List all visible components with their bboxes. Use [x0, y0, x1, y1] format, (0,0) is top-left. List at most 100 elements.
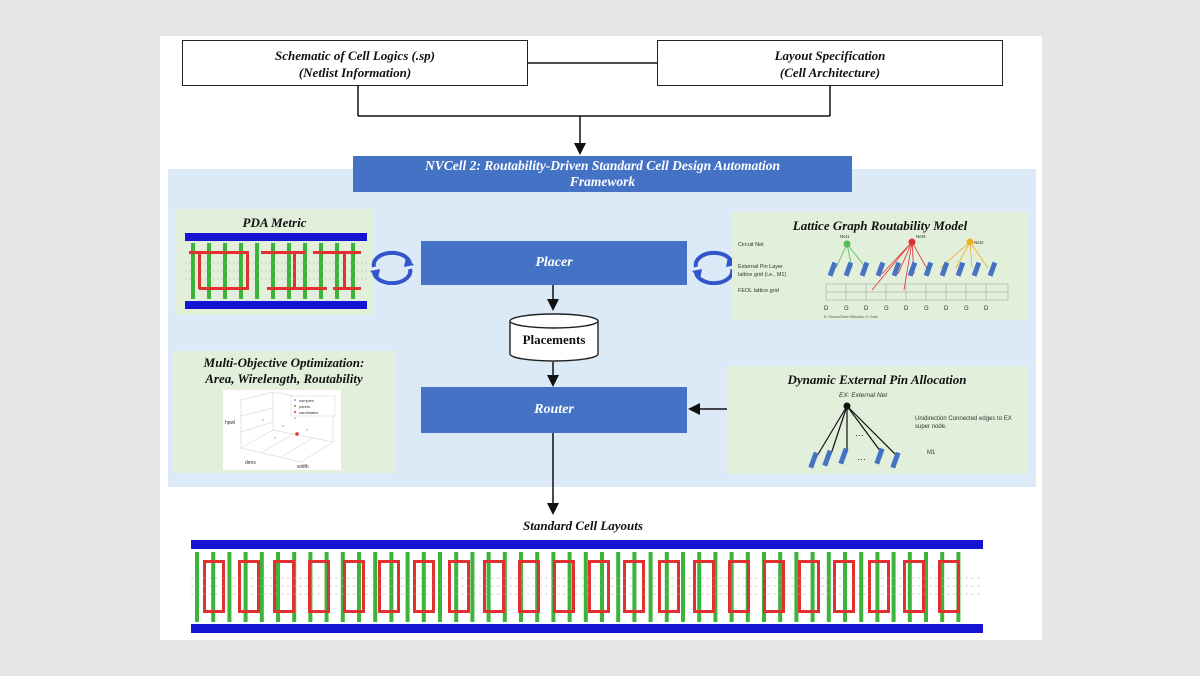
metal-route — [378, 610, 400, 613]
metal-route — [588, 560, 591, 613]
metal-route — [798, 560, 820, 563]
lattice-net-1: Net2 — [974, 240, 984, 245]
framework-title-line1: NVCell 2: Routability-Driven Standard Ce… — [424, 158, 781, 173]
metal-route — [712, 560, 715, 613]
metal-route — [903, 610, 925, 613]
poly-gate — [357, 552, 361, 622]
metal-route — [518, 560, 540, 563]
metal-route — [203, 560, 206, 613]
poly-gate — [648, 552, 653, 622]
metal-route — [238, 560, 260, 563]
moo-legend-0: samples — [299, 398, 314, 403]
metal-route — [763, 610, 785, 613]
metal-route — [327, 560, 330, 613]
metal-route — [203, 610, 225, 613]
metal-route — [432, 560, 435, 613]
metal-route — [343, 560, 346, 613]
pipeline-arrows — [547, 285, 727, 515]
metal-route — [572, 560, 575, 613]
gate-label-7: G — [964, 306, 969, 312]
lattice-row-label-1: External Pin Layer — [738, 264, 783, 270]
poly-gate — [600, 552, 604, 622]
poly-gate — [794, 552, 799, 622]
metal-route — [238, 610, 260, 613]
cycle-icon-right — [692, 250, 736, 285]
poly-gate — [924, 552, 928, 622]
metal-route — [292, 560, 295, 613]
layout-spec-line1: Layout Specification — [774, 48, 886, 63]
poly-gate — [907, 552, 912, 622]
metal-route — [623, 560, 626, 613]
moo-scatter-graphic: samples pareto candidates hpwl dens widt… — [223, 390, 341, 470]
output-title: Standard Cell Layouts — [523, 518, 643, 533]
poly-gate — [340, 552, 345, 622]
metal-route — [203, 560, 225, 563]
metal-route — [728, 560, 750, 563]
metal-route — [658, 560, 680, 563]
poly-gate — [697, 552, 702, 622]
gate-label-0: D — [824, 306, 829, 312]
moo-title-line2: Area, Wirelength, Routability — [205, 371, 363, 386]
poly-gate — [470, 552, 475, 622]
lattice-net-0: Net1 — [840, 234, 850, 239]
poly-gate — [486, 552, 491, 622]
poly-gate — [243, 552, 248, 622]
moo-axis-x: width — [297, 464, 309, 470]
metal-route — [957, 560, 960, 613]
metal-route — [343, 560, 365, 563]
layout-spec-line2: (Cell Architecture) — [779, 65, 881, 80]
metal-route — [782, 560, 785, 613]
poly-gate — [211, 552, 216, 622]
lattice-feol-grid — [825, 283, 1009, 301]
metal-route — [868, 610, 890, 613]
poly-gate — [276, 552, 280, 622]
poly-gate — [438, 552, 442, 622]
poly-gate — [826, 552, 831, 622]
gate-label-3: G — [884, 306, 889, 312]
placer-stage: Placer — [421, 241, 687, 285]
metal-route — [763, 560, 785, 563]
metal-route — [448, 560, 451, 613]
metal-route — [677, 560, 680, 613]
metal-route — [343, 610, 365, 613]
moo-title-line1: Multi-Objective Optimization: — [203, 355, 365, 370]
metal-route — [257, 560, 260, 613]
metal-route — [588, 560, 610, 563]
metal-route — [273, 560, 295, 563]
poly-gate — [713, 552, 718, 622]
metal-route — [833, 610, 855, 613]
poly-gate — [778, 552, 783, 622]
metal-route — [693, 560, 696, 613]
metal-route — [483, 560, 505, 563]
poly-gate — [195, 552, 199, 622]
standard-cell-layouts-graphic — [191, 540, 983, 633]
metal-route — [763, 560, 766, 613]
metal-route — [273, 560, 276, 613]
poly-gate — [405, 552, 410, 622]
gate-label-5: G — [924, 306, 929, 312]
lattice-panel: Lattice Graph Routability Model Circuit … — [732, 212, 1028, 320]
poly-gate — [859, 552, 864, 622]
dpa-panel: Dynamic External Pin Allocation EX: Exte… — [727, 366, 1027, 474]
placements-label: Placements — [522, 332, 586, 347]
connector-lines — [357, 62, 831, 155]
poly-gate — [632, 552, 637, 622]
poly-gate — [875, 552, 880, 622]
poly-gate — [681, 552, 685, 622]
metal-route — [553, 560, 575, 563]
metal-route — [693, 560, 715, 563]
gate-label-2: D — [864, 306, 869, 312]
metal-route — [728, 610, 750, 613]
dpa-layer-label: M1 — [927, 450, 936, 456]
metal-route — [553, 610, 575, 613]
poly-gate — [843, 552, 847, 622]
metal-route — [413, 560, 435, 563]
lattice-footnote: D: Source/Drain Diffusion; G: Gate — [824, 315, 878, 319]
metal-route — [308, 560, 311, 613]
dpa-desc-line1: Unidirection Connected edges to EX — [915, 416, 1012, 422]
poly-gate — [227, 552, 232, 622]
svg-text:…: … — [857, 452, 866, 462]
metal-route — [868, 560, 871, 613]
metal-route — [833, 560, 836, 613]
poly-gate — [421, 552, 426, 622]
